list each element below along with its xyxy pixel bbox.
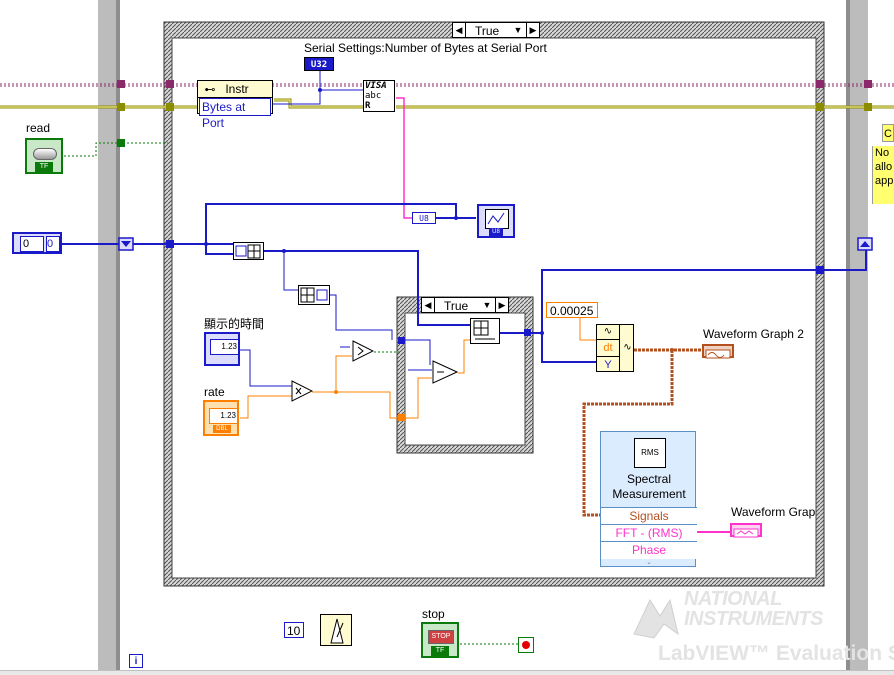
comment-line-3: app [875,175,894,187]
stop-button-text: STOP [431,633,451,640]
serial-settings-label: Serial Settings:Number of Bytes at Seria… [304,41,547,55]
spectral-row-phase[interactable]: Phase [601,541,697,559]
u32-constant[interactable]: U32 [304,57,334,71]
case-next-arrow[interactable]: ▶ [526,22,540,38]
comment-tab-text: C [884,128,892,140]
array-constant[interactable]: 0 0 [12,232,62,254]
build-dt-input: dt [603,342,613,354]
wait-constant-value: 10 [287,624,301,638]
u8-graph-tag: U8 [492,229,500,235]
case-prev-arrow[interactable]: ◀ [452,22,466,38]
spectral-title-1: Spectral [626,472,672,486]
comment-line-2: allo [875,161,893,173]
rate-label: rate [204,385,225,399]
horizontal-scrollbar[interactable] [0,670,894,675]
waveform-graph-label: Waveform Grap [731,505,816,519]
dt-constant-value: 0.00025 [550,304,594,318]
outer-case-selector[interactable]: ◀ True ▼ ▶ [452,22,540,38]
build-y-input: Y [604,359,612,371]
visa-top-text: VISA [365,81,387,91]
key-icon: ⊷ [204,84,216,96]
while-loop-left-edge [98,0,120,675]
watermark-product: LabVIEW™ Evaluation So [658,642,894,665]
display-time-label: 顯示的時間 [204,317,265,331]
stop-label: stop [422,607,445,621]
waveform-icon: ∿ [619,325,635,371]
watermark-brand-1: NATIONAL [684,588,782,610]
greater-than-node[interactable] [352,340,375,362]
display-time-control[interactable]: 1.23 [204,332,240,366]
comment-box: No allo app [872,146,894,204]
array-index-node[interactable] [233,242,264,260]
array-subset-node[interactable] [298,285,330,305]
visa-abc-text: abc [365,91,382,101]
chevron-down-icon[interactable]: ▼ [482,300,492,310]
rms-icon-text: RMS [641,448,659,457]
fft-label: FFT - (RMS) [615,526,683,540]
instr-class: Instr [225,82,249,96]
metronome-icon[interactable] [320,614,352,646]
tf-stop: TF [435,647,445,654]
comment-line-1: No [875,147,890,159]
display-time-value: 1.23 [221,342,237,351]
u8-conversion-text: U8 [419,214,429,223]
ni-eagle-logo [633,598,679,639]
loop-condition-icon[interactable] [518,637,534,653]
expand-chevron-icon[interactable]: ⌄ [646,559,652,566]
outer-case-value: True [475,24,500,38]
comment-tab: C [882,124,894,142]
spectral-title-2: Measurement [612,487,686,501]
visa-read-node[interactable]: VISA abc R [363,80,395,112]
tf-read: TF [39,163,49,170]
stop-button-control[interactable]: STOP TF [421,622,459,658]
visa-r-text: R [365,101,371,111]
inner-case-selector[interactable]: ◀ True ▼ ▶ [421,297,509,313]
inner-case-value: True [444,299,469,313]
case-next-arrow[interactable]: ▶ [495,297,509,313]
subtract-node[interactable] [432,360,459,384]
u8-conversion[interactable]: U8 [412,212,436,224]
u32-label: U32 [310,60,328,70]
rate-control[interactable]: 1.23 DBL [203,400,239,436]
bytes-at-port-property: Bytes at Port [202,100,246,130]
waveform-graph-terminal[interactable] [730,523,762,538]
watermark-brand-2: INSTRUMENTS [684,608,823,630]
case-prev-arrow[interactable]: ◀ [421,297,435,313]
spectral-row-signals[interactable]: Signals [601,507,697,525]
array-build-node[interactable] [470,318,500,344]
array-index-value: 0 [23,238,30,250]
rate-dbl-tag: DBL [216,426,228,432]
rms-icon: RMS [634,438,666,468]
signals-label: Signals [629,509,669,523]
dt-constant[interactable]: 0.00025 [546,302,598,318]
iteration-text: i [134,656,138,667]
read-label: read [26,121,51,135]
ni-watermark: NATIONAL INSTRUMENTS LabVIEW™ Evaluation… [630,586,894,675]
iteration-terminal: i [129,654,143,668]
wait-constant[interactable]: 10 [284,622,304,638]
waveform-graph-2-label: Waveform Graph 2 [703,327,804,341]
read-boolean-control[interactable]: TF [25,138,63,174]
spectral-row-fft[interactable]: FFT - (RMS) [601,524,697,542]
multiply-node[interactable] [291,380,314,402]
while-loop-right-edge [846,0,868,675]
u8-graph-indicator[interactable]: U8 [477,204,515,238]
array-element-value: 0 [47,238,54,250]
visa-property-node[interactable]: ⊷ Instr Bytes at Port [197,80,273,130]
rate-value: 1.23 [220,411,236,420]
graph-icon [485,209,509,229]
chevron-down-icon[interactable]: ▼ [513,25,523,35]
led-icon [33,148,57,160]
phase-label: Phase [631,543,667,557]
spectral-measurement-vi[interactable]: RMS Spectral Measurement Signals FFT - (… [600,431,697,567]
waveform-graph-2-terminal[interactable] [702,344,734,359]
build-waveform-node[interactable]: ∿ dt Y ∿ [596,324,634,372]
